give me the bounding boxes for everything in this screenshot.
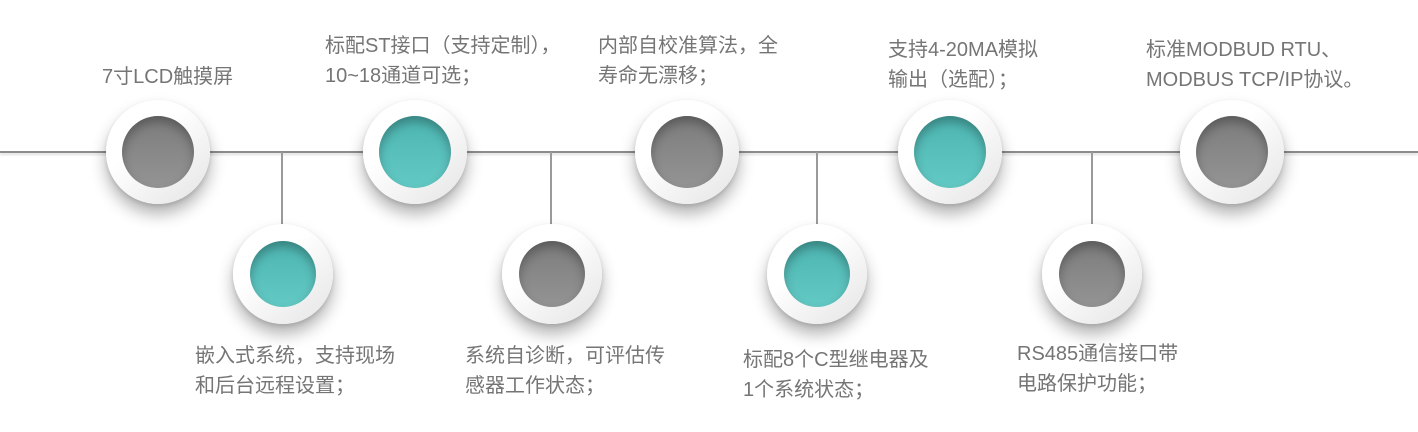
connector-line bbox=[816, 152, 818, 228]
node-circle bbox=[250, 241, 316, 307]
node-circle bbox=[519, 241, 585, 307]
timeline-node-relays bbox=[767, 224, 867, 324]
feature-label-self-calibration: 内部自校准算法，全 寿命无漂移； bbox=[598, 35, 778, 87]
timeline-node-st-interface bbox=[363, 100, 467, 204]
timeline-node-embedded-system bbox=[233, 224, 333, 324]
feature-label-rs485-port: RS485通信接口带 电路保护功能； bbox=[1017, 343, 1179, 395]
feature-label-lcd-screen: 7寸LCD触摸屏 bbox=[102, 66, 234, 88]
timeline-node-rs485-port bbox=[1042, 224, 1142, 324]
node-circle bbox=[122, 116, 194, 188]
node-circle bbox=[784, 241, 850, 307]
timeline-node-self-calibration bbox=[635, 100, 739, 204]
node-circle bbox=[651, 116, 723, 188]
timeline-node-modbus-protocol bbox=[1180, 100, 1284, 204]
feature-label-relays: 标配8个C型继电器及 1个系统状态； bbox=[743, 349, 929, 401]
timeline-node-analog-output bbox=[898, 100, 1002, 204]
feature-label-self-diagnosis: 系统自诊断，可评估传 感器工作状态； bbox=[465, 345, 665, 397]
feature-label-analog-output: 支持4-20MA模拟 输出（选配）； bbox=[888, 39, 1039, 91]
node-circle bbox=[379, 116, 451, 188]
timeline-node-self-diagnosis bbox=[502, 224, 602, 324]
connector-line bbox=[281, 152, 283, 228]
node-circle bbox=[1059, 241, 1125, 307]
node-circle bbox=[1196, 116, 1268, 188]
feature-label-st-interface: 标配ST接口（支持定制）， 10~18通道可选； bbox=[325, 35, 561, 87]
node-circle bbox=[914, 116, 986, 188]
feature-label-embedded-system: 嵌入式系统，支持现场 和后台远程设置； bbox=[195, 345, 395, 397]
timeline-node-lcd-screen bbox=[106, 100, 210, 204]
feature-label-modbus-protocol: 标准MODBUD RTU、 MODBUS TCP/IP协议。 bbox=[1146, 39, 1364, 91]
connector-line bbox=[1091, 152, 1093, 228]
connector-line bbox=[550, 152, 552, 228]
